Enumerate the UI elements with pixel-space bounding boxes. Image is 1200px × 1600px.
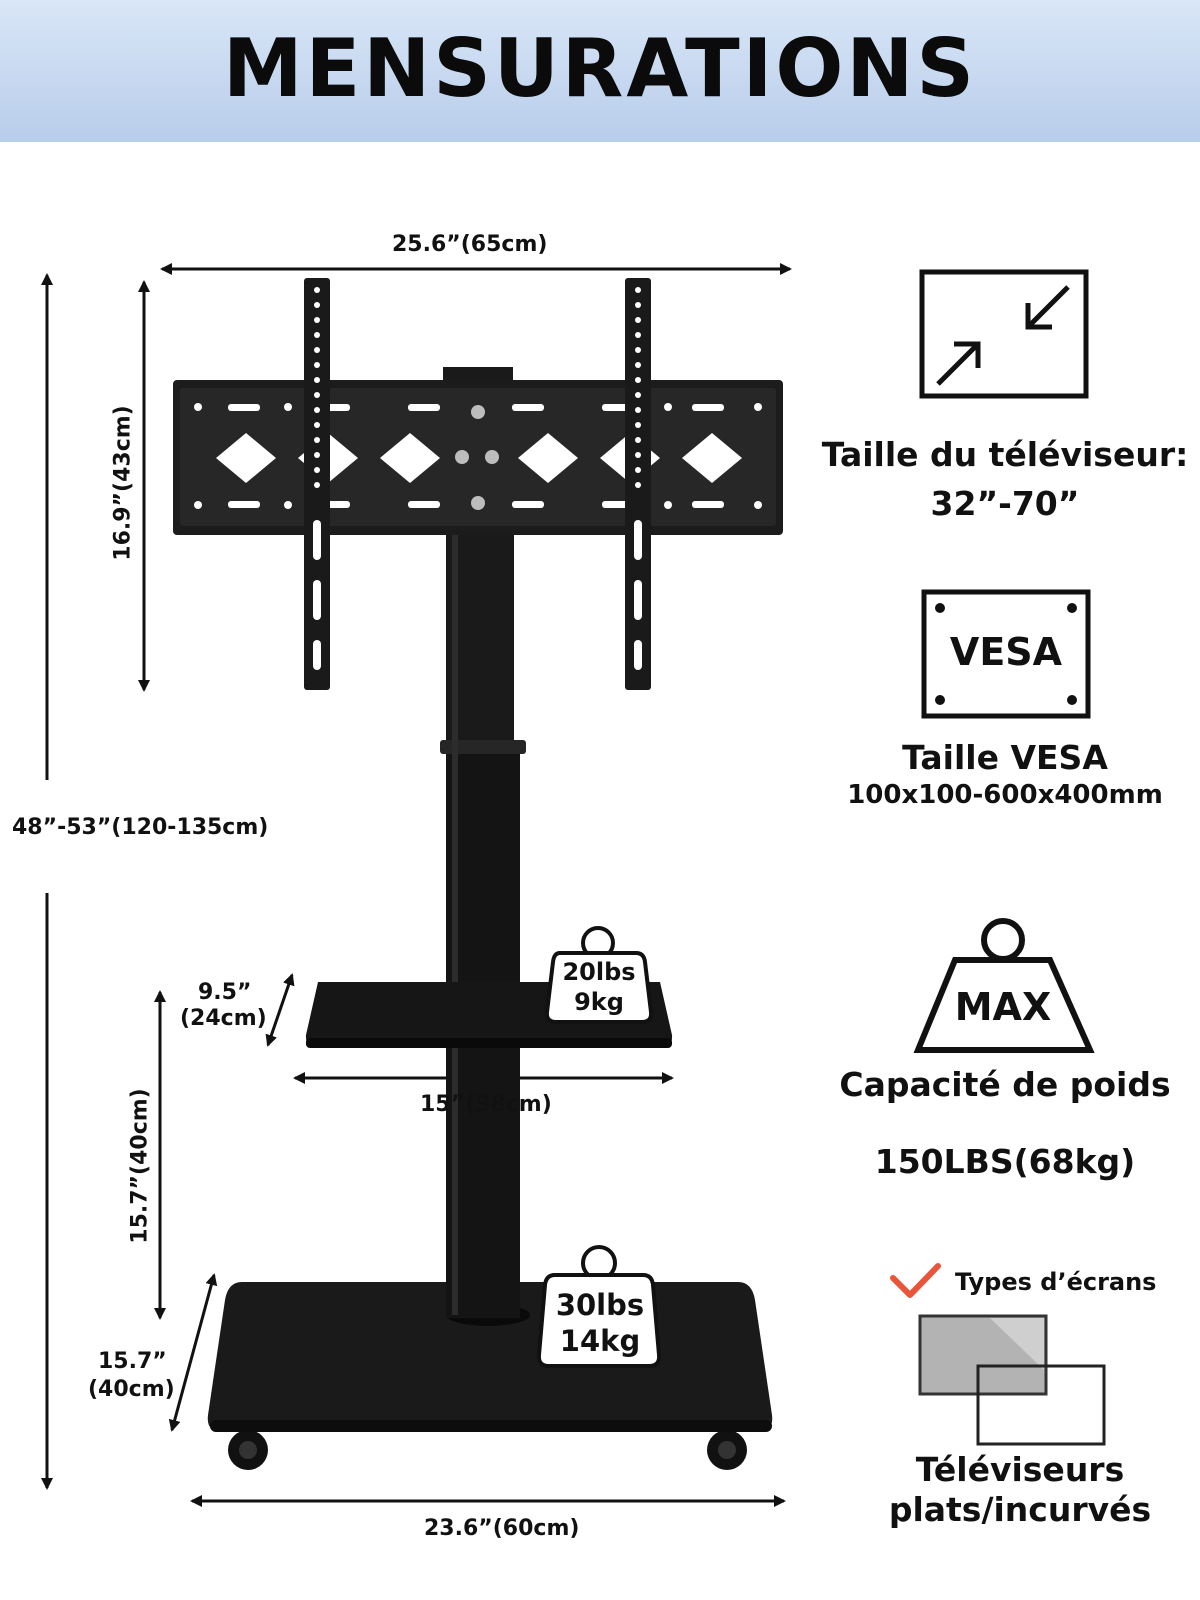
base-load-kg: 14kg xyxy=(559,1324,641,1358)
mount-height-label: 16.9”(43cm) xyxy=(110,405,136,561)
vesa-title: Taille VESA xyxy=(902,738,1108,777)
capacity-value: 150LBS(68kg) xyxy=(874,1142,1136,1181)
base-depth-cm-label: (40cm) xyxy=(88,1377,175,1402)
capacity-title: Capacité de poids xyxy=(839,1065,1171,1104)
total-height-label: 48”-53”(120-135cm) xyxy=(12,815,269,840)
shelf-depth-cm-label: (24cm) xyxy=(180,1006,267,1031)
shelf-height-label: 15.7”(40cm) xyxy=(127,1088,153,1244)
tv-size-title: Taille du téléviseur: xyxy=(821,435,1189,474)
stand-column xyxy=(440,535,526,1318)
screen-types-icon xyxy=(918,1314,1106,1446)
header-banner: MENSURATIONS xyxy=(0,0,1200,142)
shelf-load-kg: 9kg xyxy=(574,988,624,1016)
base-load-lbs: 30lbs xyxy=(555,1288,645,1322)
vesa-icon xyxy=(921,589,1091,719)
check-icon xyxy=(890,1263,941,1298)
screen-types-line1: Téléviseurs xyxy=(915,1450,1125,1489)
screen-types-line2: plats/incurvés xyxy=(888,1490,1152,1529)
vesa-icon-label: VESA xyxy=(949,630,1063,674)
capacity-icon-label: MAX xyxy=(954,985,1052,1029)
shelf-depth-arrow xyxy=(265,973,295,1047)
tv-mount-plate xyxy=(173,367,783,535)
page-title: MENSURATIONS xyxy=(222,22,977,115)
weight-capacity-icon xyxy=(913,918,1095,1053)
base-weight-tag xyxy=(536,1245,662,1368)
shelf-width-label: 15”(38cm) xyxy=(420,1092,552,1117)
mount-arm-right xyxy=(625,278,651,690)
base-depth-inch-label: 15.7” xyxy=(98,1349,167,1374)
shelf-load-lbs: 20lbs xyxy=(562,958,636,986)
tv-size-value: 32”-70” xyxy=(930,484,1080,523)
base-width-label: 23.6”(60cm) xyxy=(424,1516,580,1541)
vesa-value: 100x100-600x400mm xyxy=(847,780,1163,810)
shelf-weight-tag xyxy=(544,926,654,1024)
base-depth-arrow xyxy=(168,1273,218,1432)
shelf-depth-inch-label: 9.5” xyxy=(198,980,252,1005)
mount-arm-left xyxy=(304,278,330,690)
mount-width-label: 25.6”(65cm) xyxy=(392,232,548,257)
screen-types-label: Types d’écrans xyxy=(955,1268,1157,1296)
tv-size-icon xyxy=(919,269,1089,399)
